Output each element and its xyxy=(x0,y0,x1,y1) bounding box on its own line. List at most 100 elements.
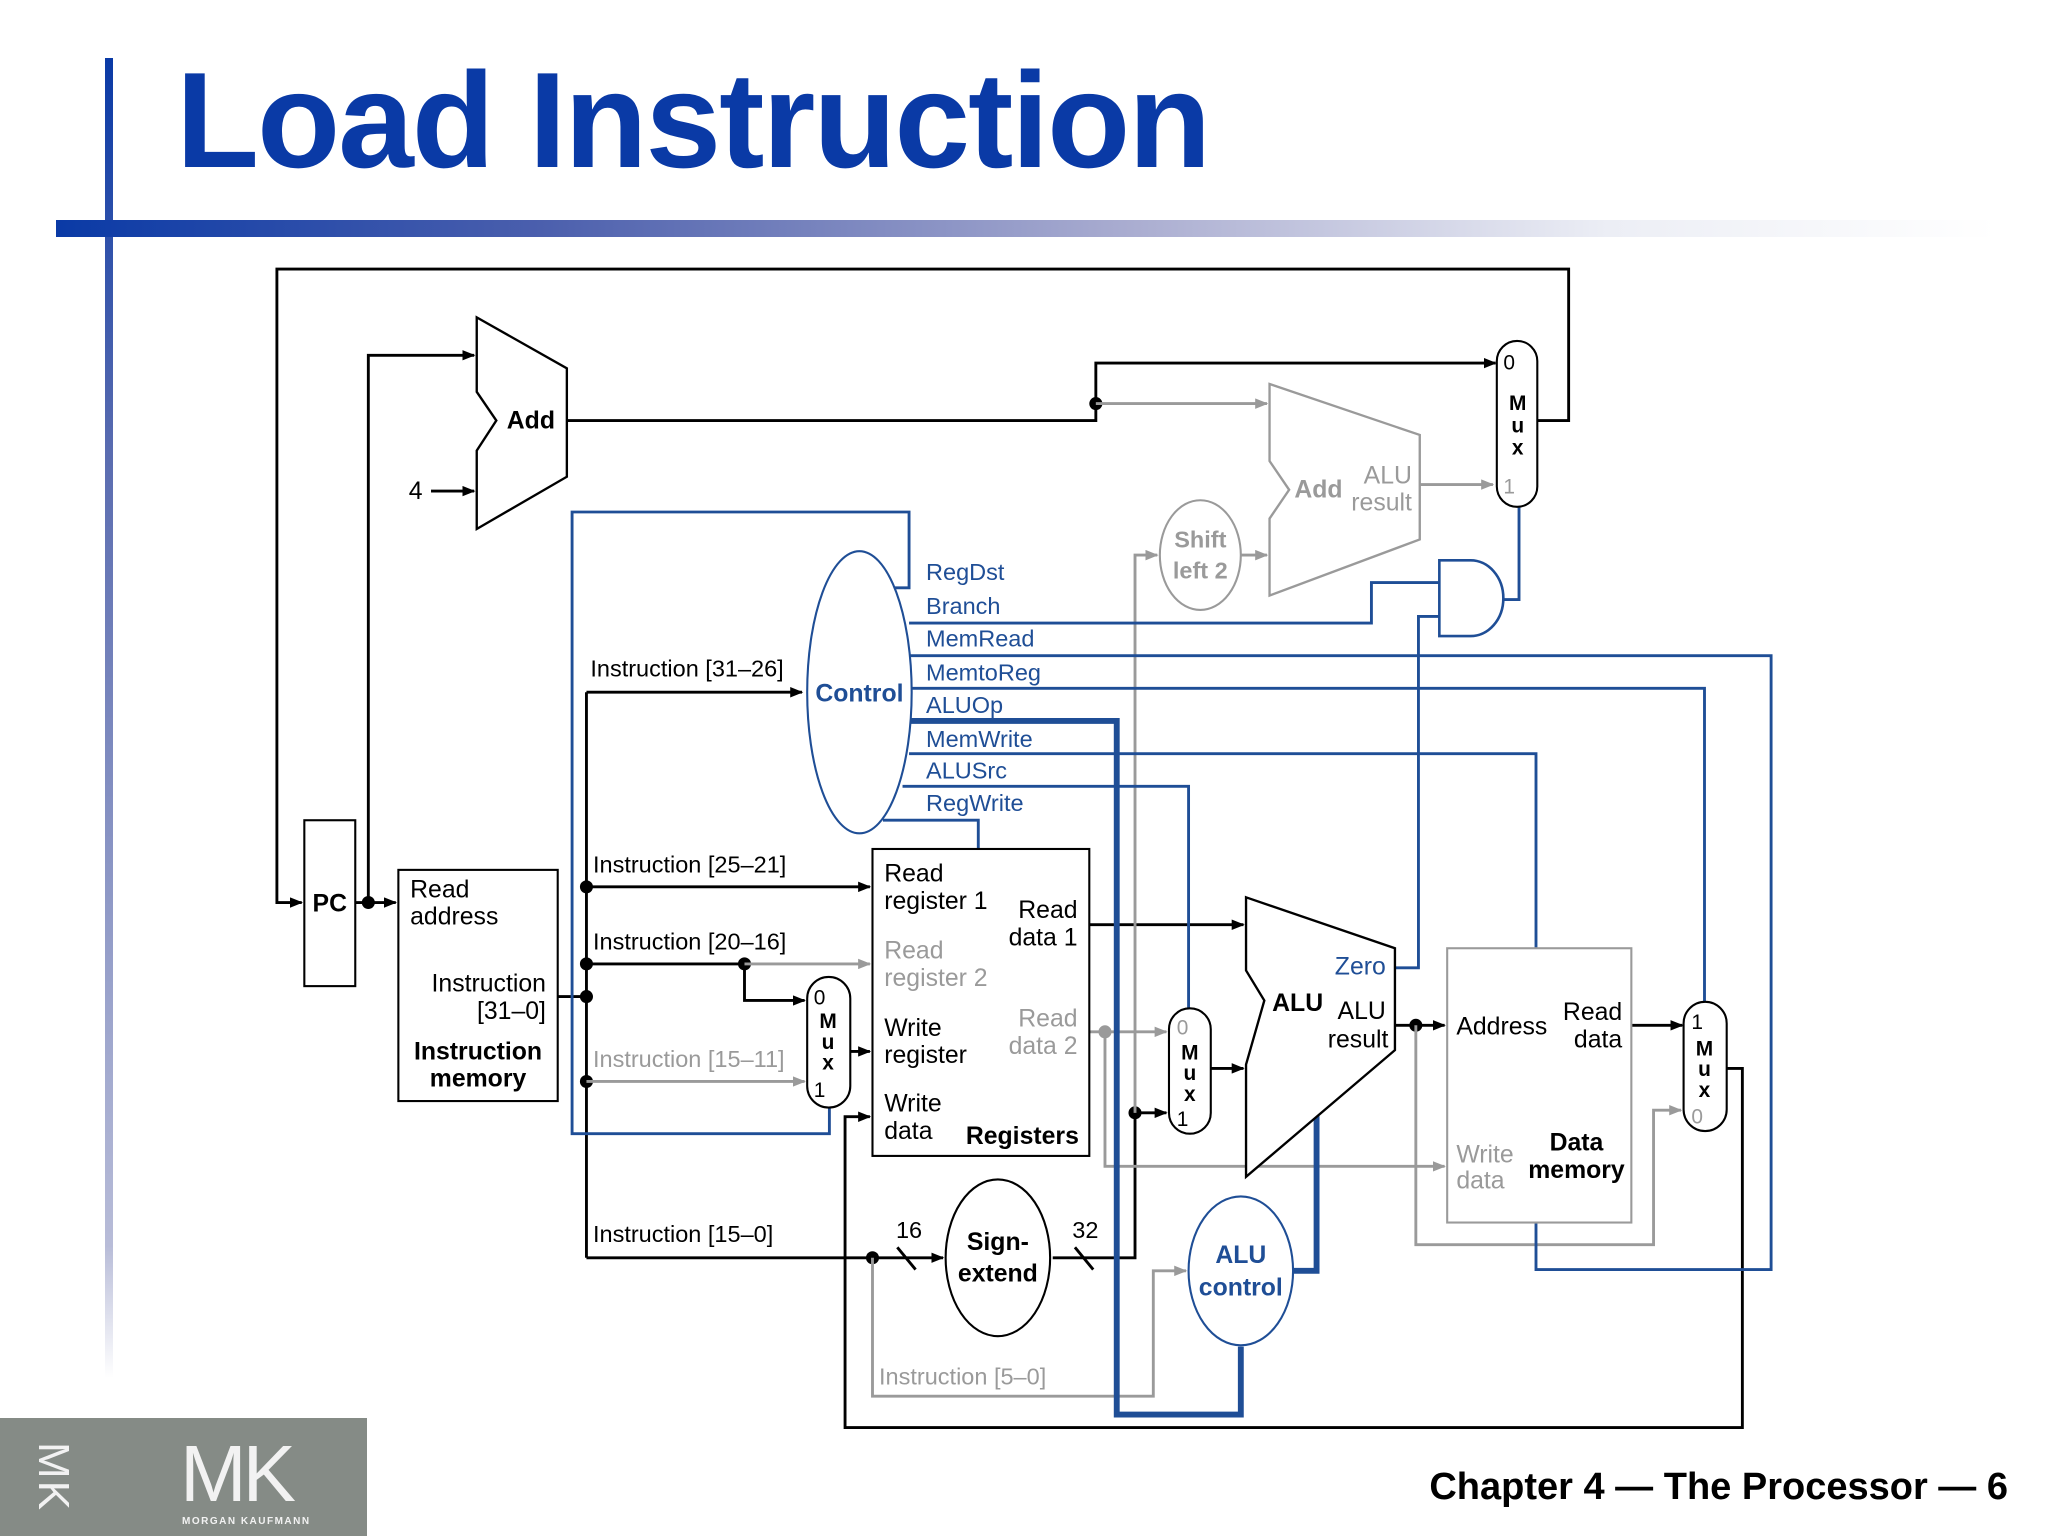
svg-text:data 1: data 1 xyxy=(1009,925,1078,952)
svg-text:0: 0 xyxy=(1503,352,1515,375)
svg-text:result: result xyxy=(1328,1027,1389,1054)
svg-text:Read: Read xyxy=(1018,1006,1077,1033)
wire-shift-in xyxy=(1133,549,1159,1113)
svg-text:extend: extend xyxy=(958,1260,1038,1287)
mux-alusrc: 0 M u x 1 xyxy=(1167,1007,1212,1135)
svg-text:ALU: ALU xyxy=(1338,998,1386,1025)
mux-memtoreg: 1 M u x 0 xyxy=(1682,1000,1728,1133)
wire-pcsrc xyxy=(1502,506,1521,601)
svg-text:MemtoReg: MemtoReg xyxy=(926,659,1041,685)
branch-adder: Add ALU result xyxy=(1268,382,1421,598)
svg-text:Control: Control xyxy=(815,680,903,707)
svg-text:Read: Read xyxy=(1563,999,1622,1026)
svg-text:register 1: register 1 xyxy=(884,888,987,915)
wire-pc-next xyxy=(275,267,1571,908)
logo-mark: MK xyxy=(180,1429,296,1518)
svg-text:x: x xyxy=(1184,1083,1196,1106)
mux-pcsrc: 0 M u x 1 xyxy=(1495,339,1539,508)
wire-signext-out xyxy=(1052,1107,1168,1260)
svg-text:1: 1 xyxy=(1691,1011,1703,1034)
svg-text:Add: Add xyxy=(1294,477,1342,504)
program-counter: PC xyxy=(303,819,357,988)
slide-title: Load Instruction xyxy=(176,44,1211,196)
svg-text:ALU: ALU xyxy=(1364,462,1412,489)
svg-text:PC: PC xyxy=(313,891,348,918)
svg-text:M: M xyxy=(1509,392,1526,415)
label-funct: Instruction [5–0] xyxy=(879,1363,1046,1389)
label-rd: Instruction [15–11] xyxy=(593,1046,785,1072)
wire-pc-to-adder xyxy=(366,350,476,903)
wire-alu-bypass xyxy=(1414,1025,1683,1247)
svg-text:u: u xyxy=(822,1031,835,1054)
svg-text:address: address xyxy=(410,904,498,931)
wire-alusrc xyxy=(902,784,1191,1013)
svg-text:data: data xyxy=(884,1118,932,1145)
svg-text:x: x xyxy=(1699,1079,1711,1102)
svg-text:left 2: left 2 xyxy=(1173,558,1228,584)
svg-text:M: M xyxy=(1181,1041,1198,1064)
svg-text:1: 1 xyxy=(1503,476,1515,499)
svg-text:Add: Add xyxy=(507,407,555,434)
svg-text:1: 1 xyxy=(814,1079,826,1102)
increment-constant: 4 xyxy=(409,478,423,505)
svg-text:u: u xyxy=(1511,414,1524,437)
svg-text:ALU: ALU xyxy=(1215,1242,1266,1269)
label-rt: Instruction [20–16] xyxy=(593,929,786,955)
wire-regwrite xyxy=(882,818,980,849)
wire-zero xyxy=(1394,615,1440,970)
svg-text:Zero: Zero xyxy=(1335,953,1386,980)
shift-left-2: Shift left 2 xyxy=(1158,499,1242,612)
svg-text:ALUSrc: ALUSrc xyxy=(926,757,1007,783)
svg-text:ALU: ALU xyxy=(1272,990,1323,1017)
control-unit: Control xyxy=(806,550,913,835)
svg-text:Instruction: Instruction xyxy=(432,970,546,997)
svg-text:Write: Write xyxy=(884,1015,941,1042)
svg-text:1: 1 xyxy=(1177,1108,1189,1131)
svg-text:register 2: register 2 xyxy=(884,965,987,992)
junction-dot-gray xyxy=(1098,1025,1112,1039)
svg-text:u: u xyxy=(1183,1062,1196,1085)
instruction-memory: Read address Instruction [31–0] Instruct… xyxy=(397,868,559,1103)
wire-memtoreg xyxy=(911,686,1706,1006)
svg-text:data: data xyxy=(1574,1027,1622,1054)
data-memory: Address Read data Write data Data memory xyxy=(1446,947,1633,1224)
svg-text:memory: memory xyxy=(430,1066,527,1093)
svg-text:0: 0 xyxy=(1691,1105,1703,1128)
svg-text:Write: Write xyxy=(1456,1141,1513,1168)
wire-branch xyxy=(909,581,1440,625)
svg-text:data: data xyxy=(1456,1168,1504,1195)
svg-text:memory: memory xyxy=(1528,1157,1625,1184)
register-file: Read register 1 Read register 2 Write re… xyxy=(871,847,1091,1157)
svg-text:RegWrite: RegWrite xyxy=(926,790,1024,816)
wire-writeback xyxy=(843,1066,1744,1430)
svg-text:Read: Read xyxy=(410,876,469,903)
wire-memread xyxy=(909,654,1773,1271)
black-wires xyxy=(275,267,1744,1430)
svg-text:Address: Address xyxy=(1456,1013,1547,1040)
control-signal-labels: RegDst Branch MemRead MemtoReg ALUOp Mem… xyxy=(926,559,1041,816)
svg-text:result: result xyxy=(1351,490,1412,517)
svg-text:register: register xyxy=(884,1042,967,1069)
wire-pc-plus4 xyxy=(566,357,1497,423)
svg-text:Read: Read xyxy=(884,938,943,965)
svg-text:Branch: Branch xyxy=(926,593,1000,619)
publisher-logo: MK MK MORGAN KAUFMANN xyxy=(0,1418,367,1536)
svg-text:Sign-: Sign- xyxy=(967,1229,1029,1256)
label-rs: Instruction [25–21] xyxy=(593,851,786,877)
svg-text:MemWrite: MemWrite xyxy=(926,726,1033,752)
label-imm: Instruction [15–0] xyxy=(593,1221,773,1247)
wire-rt-mux xyxy=(743,963,806,1006)
alu-control: ALU control xyxy=(1187,1195,1295,1347)
svg-text:M: M xyxy=(819,1010,836,1033)
svg-text:ALUOp: ALUOp xyxy=(926,692,1003,718)
title-underline-gradient xyxy=(56,220,1996,237)
svg-text:x: x xyxy=(822,1052,834,1075)
mux-regdst: 0 M u x 1 xyxy=(806,975,852,1109)
svg-text:data 2: data 2 xyxy=(1009,1033,1078,1060)
slide-footer: Chapter 4 — The Processor — 6 xyxy=(1429,1466,2008,1508)
aluop-bus xyxy=(909,718,1320,1418)
branch-and-gate xyxy=(1438,559,1505,638)
svg-text:MemRead: MemRead xyxy=(926,626,1034,652)
logo-name: MORGAN KAUFMANN xyxy=(182,1516,311,1527)
